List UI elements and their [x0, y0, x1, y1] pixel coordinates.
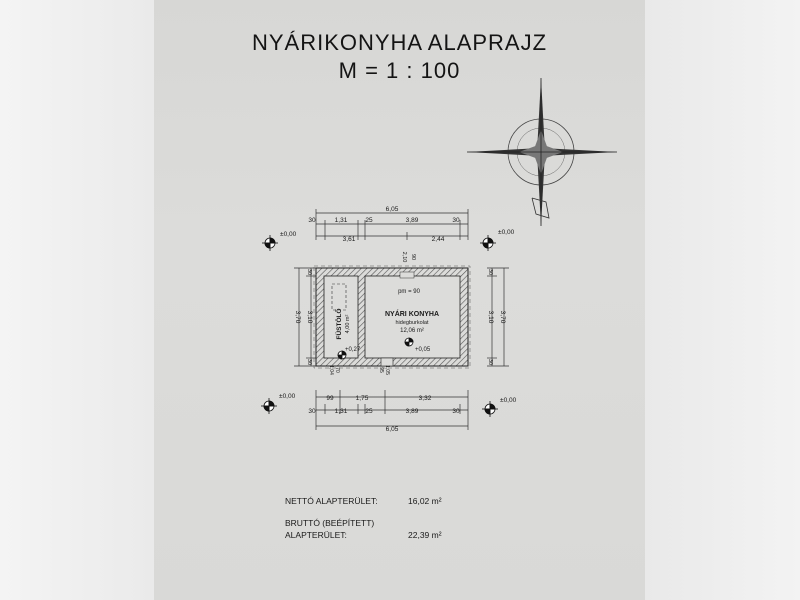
dim-small-4: 1,05 [384, 365, 390, 375]
plan-title: NYÁRIKONYHA ALAPRAJZ [251, 30, 548, 55]
side-dimension-lines [294, 267, 509, 367]
dim-bottom-seg-1: 30 [308, 408, 316, 415]
level-marker-chimney [337, 350, 347, 360]
level-kitchen: +0,05 [415, 347, 431, 353]
dim-bottom-seg-5: 30 [452, 408, 460, 415]
dim-right-inner-2: 3,10 [487, 311, 494, 324]
dim-door-width: 90 [410, 254, 416, 260]
level-chimney: +0,27 [345, 347, 361, 353]
dim-top-total: 6,05 [386, 206, 399, 213]
level-marker-bottom-left [261, 398, 277, 414]
dim-small-1: 1,04 [328, 365, 334, 375]
dim-door-height: 2,10 [401, 252, 407, 263]
dim-bottom-axis-2: 1,75 [356, 395, 369, 402]
level-marker-bottom-right [482, 401, 498, 417]
room-floor-kitchen: hidegburkolat [395, 320, 428, 326]
plan-scale: M = 1 : 100 [338, 58, 461, 83]
dim-right-outer: 3,70 [499, 311, 506, 324]
level-marker-top-left [262, 235, 278, 251]
level-top-left: ±0,00 [280, 231, 297, 238]
dim-bottom-total: 6,05 [386, 426, 399, 433]
dim-top-axis-2: 2,44 [432, 236, 445, 243]
level-bottom-left: ±0,00 [279, 393, 296, 400]
dim-left-outer: 3,70 [294, 311, 301, 324]
level-top-right: ±0,00 [498, 229, 515, 236]
dim-top-seg-1: 30 [308, 217, 316, 224]
dim-top-seg-4: 3,89 [406, 217, 419, 224]
dim-small-3: 95 [378, 367, 384, 373]
dim-right-inner-3: 30 [487, 359, 493, 365]
floor-plan-drawing: 6,05 30 1,31 25 3,89 30 3,61 2,44 90 2,1… [261, 78, 617, 433]
room-label-kitchen: NYÁRI KONYHA [385, 309, 439, 318]
dim-small-2: 70 [334, 367, 340, 373]
room-label-chimney: FÜSTÖLŐ [334, 308, 343, 339]
level-marker-top-right [480, 235, 496, 251]
level-marker-kitchen [404, 337, 414, 347]
dim-top-seg-5: 30 [452, 217, 460, 224]
dim-top-axis-1: 3,61 [343, 236, 356, 243]
north-arrow-compass [467, 78, 617, 226]
gross-area-value: 22,39 m² [408, 530, 442, 540]
background-right-margin [645, 0, 800, 600]
room-note-kitchen: pm = 90 [398, 289, 421, 295]
level-markers [261, 235, 498, 417]
net-area-label: NETTÓ ALAPTERÜLET: [285, 496, 378, 506]
dim-bottom-axis-3: 3,32 [419, 395, 432, 402]
top-dimension-lines [315, 209, 469, 240]
dim-bottom-seg-2: 1,31 [335, 408, 348, 415]
gross-area-label-line2: ALAPTERÜLET: [285, 530, 347, 540]
dim-top-seg-3: 25 [365, 217, 373, 224]
gross-area-label-line1: BRUTTÓ (BEÉPÍTETT) [285, 518, 375, 528]
dim-top-seg-2: 1,31 [335, 217, 348, 224]
dim-bottom-axis-1: 99 [326, 395, 334, 402]
dim-right-inner-1: 30 [487, 269, 493, 275]
dim-left-inner-1: 30 [306, 269, 312, 275]
net-area-value: 16,02 m² [408, 496, 442, 506]
level-bottom-right: ±0,00 [500, 397, 517, 404]
dim-bottom-seg-3: 25 [365, 408, 373, 415]
bottom-dimension-lines [315, 390, 469, 430]
dim-left-inner-3: 30 [306, 359, 312, 365]
room-area-chimney: 4,00 m² [345, 315, 351, 334]
dim-left-inner-2: 3,10 [306, 311, 313, 324]
dim-bottom-seg-4: 3,89 [406, 408, 419, 415]
floor-plan-sheet: NYÁRIKONYHA ALAPRAJZ M = 1 : 100 [154, 0, 645, 600]
background-left-margin [0, 0, 154, 600]
room-area-kitchen: 12,06 m² [400, 328, 424, 334]
